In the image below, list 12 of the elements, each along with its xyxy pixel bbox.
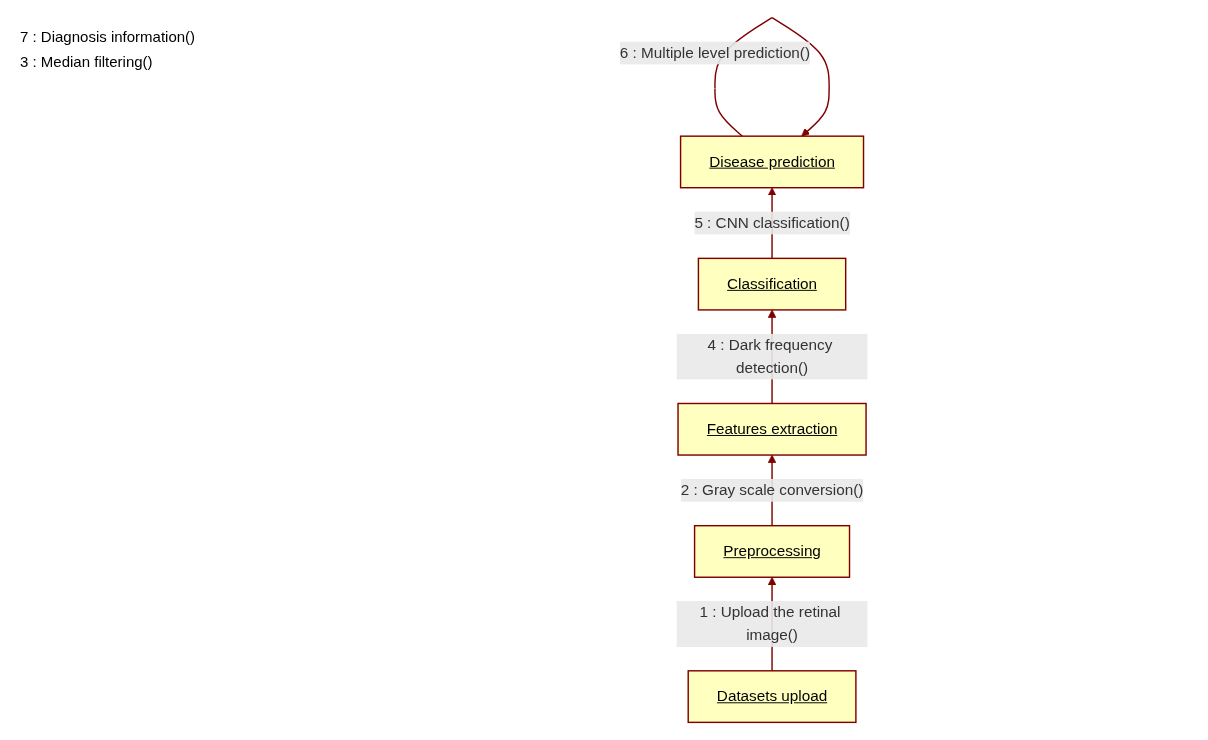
edge-label: 2 : Gray scale conversion() xyxy=(681,481,864,498)
edge-label: 1 : Upload the retinal image() xyxy=(699,603,841,644)
node-box: Disease prediction xyxy=(680,135,865,189)
edge-label: 6 : Multiple level prediction() xyxy=(620,44,811,61)
message-label: 3 : Median filtering() xyxy=(20,53,154,70)
message-label: 7 : Diagnosis information() xyxy=(20,28,197,45)
edge-label: 5 : CNN classification() xyxy=(694,214,851,231)
node-box: Datasets upload xyxy=(687,670,857,724)
edge-label: 4 : Dark frequency detection() xyxy=(707,336,833,376)
node-box: Preprocessing xyxy=(694,524,851,578)
node-box: Features extraction xyxy=(677,402,868,456)
node-box: Classification xyxy=(698,257,847,311)
